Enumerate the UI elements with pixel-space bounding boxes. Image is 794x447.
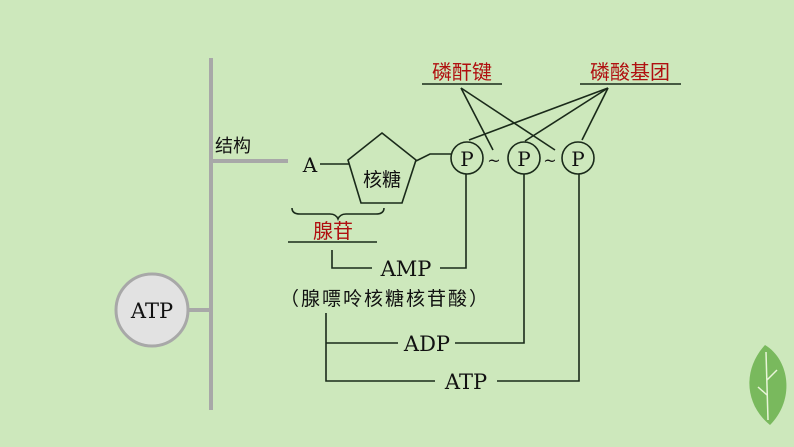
amp-name: （腺嘌呤核糖核苷酸） [280,288,490,310]
leaf-decoration-icon [749,345,787,425]
atp-label: ATP [444,370,487,394]
high-energy-bond-2: ~ [543,151,556,170]
high-energy-bond-1: ~ [487,151,500,170]
ribose-label: 核糖 [363,169,401,191]
anhydride-bond-label: 磷酐键 [432,60,492,84]
adenine-label: A [302,153,318,177]
root-label: ATP [130,299,173,323]
phosphate-1 [450,141,484,175]
branch-label: 结构 [215,136,251,157]
root-node: ATP [114,272,190,348]
adp-label: ADP [403,332,450,356]
phosphate-3 [561,141,595,175]
nucleoside-label: 腺苷 [313,219,353,243]
nucleoside-brace [291,207,385,222]
phosphate-1-label: P [460,147,473,171]
amp-label: AMP [380,257,432,281]
phosphate-3-label: P [571,147,584,171]
phosphate-group-label: 磷酸基团 [590,60,670,84]
phosphate-2-label: P [517,147,530,171]
ribose-pentagon [347,131,417,204]
